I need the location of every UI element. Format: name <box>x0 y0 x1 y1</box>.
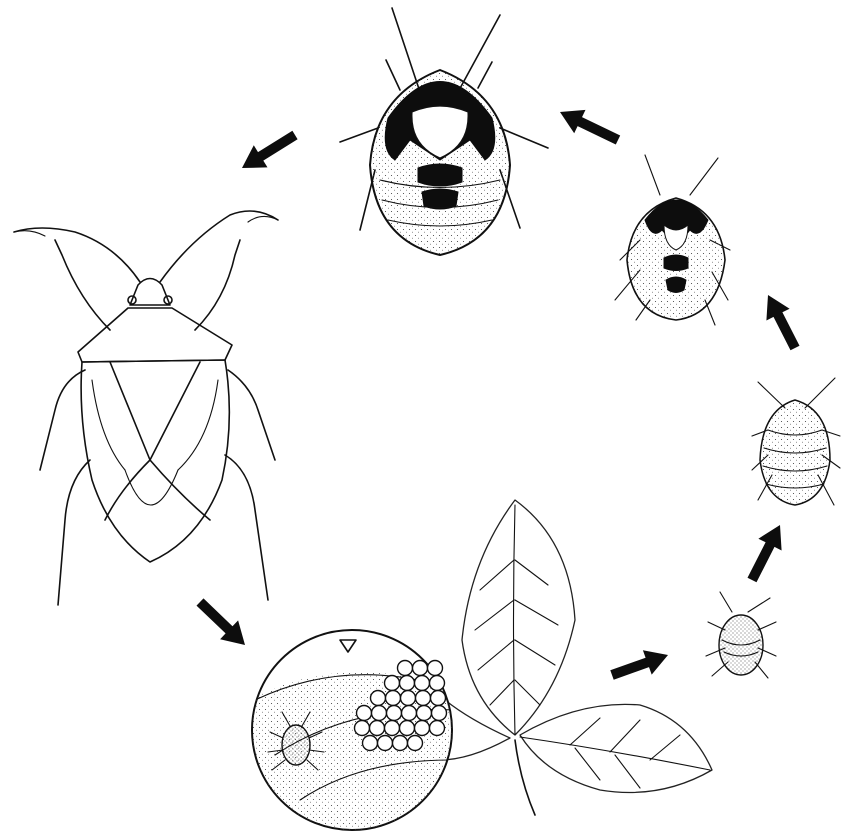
leaf-upper <box>462 500 575 735</box>
arrow-nymph3-to-nymph4-icon <box>560 110 620 145</box>
adult-body <box>81 360 229 562</box>
soybean-leaf <box>440 500 712 815</box>
egg <box>400 676 415 691</box>
egg <box>428 661 443 676</box>
egg <box>372 706 387 721</box>
adult-pronotum <box>78 308 232 362</box>
egg <box>415 676 430 691</box>
egg <box>386 691 401 706</box>
egg <box>415 721 430 736</box>
egg-mass-lens <box>250 630 460 831</box>
leaf-right <box>520 704 712 792</box>
nymph-fourth-instar <box>340 8 548 255</box>
adult-leg-front-left <box>55 240 110 330</box>
egg <box>378 736 393 751</box>
egg <box>413 661 428 676</box>
egg <box>417 706 432 721</box>
adult-leg-front-right <box>195 240 240 330</box>
adult-antenna-right <box>160 211 278 282</box>
egg <box>393 736 408 751</box>
arrow-nymph1-to-nymph2-icon <box>748 525 782 582</box>
egg <box>370 721 385 736</box>
adult-bug <box>14 211 278 605</box>
arrow-eggs-to-nymph1-icon <box>610 650 668 680</box>
adult-antenna-left <box>14 228 140 282</box>
egg <box>416 691 431 706</box>
egg <box>385 721 400 736</box>
arrow-adult-to-eggs-icon <box>197 598 246 645</box>
egg <box>430 676 445 691</box>
adult-leg-hind-left <box>58 460 90 605</box>
nymph-first-instar <box>706 592 776 678</box>
egg <box>371 691 386 706</box>
egg <box>355 721 370 736</box>
egg <box>430 721 445 736</box>
egg <box>408 736 423 751</box>
egg <box>431 691 446 706</box>
adult-leg-hind-right <box>225 455 268 600</box>
egg <box>363 736 378 751</box>
egg <box>398 661 413 676</box>
arrow-nymph4-to-adult-icon <box>242 131 298 168</box>
nymph-second-instar <box>752 378 840 505</box>
arrow-nymph2-to-nymph3-icon <box>766 295 799 350</box>
egg <box>400 721 415 736</box>
egg <box>387 706 402 721</box>
nymph-third-instar <box>615 155 730 325</box>
egg <box>385 676 400 691</box>
adult-leg-mid-left <box>40 370 85 470</box>
egg <box>401 691 416 706</box>
egg <box>432 706 447 721</box>
egg <box>402 706 417 721</box>
egg <box>357 706 372 721</box>
adult-leg-mid-right <box>228 370 275 460</box>
